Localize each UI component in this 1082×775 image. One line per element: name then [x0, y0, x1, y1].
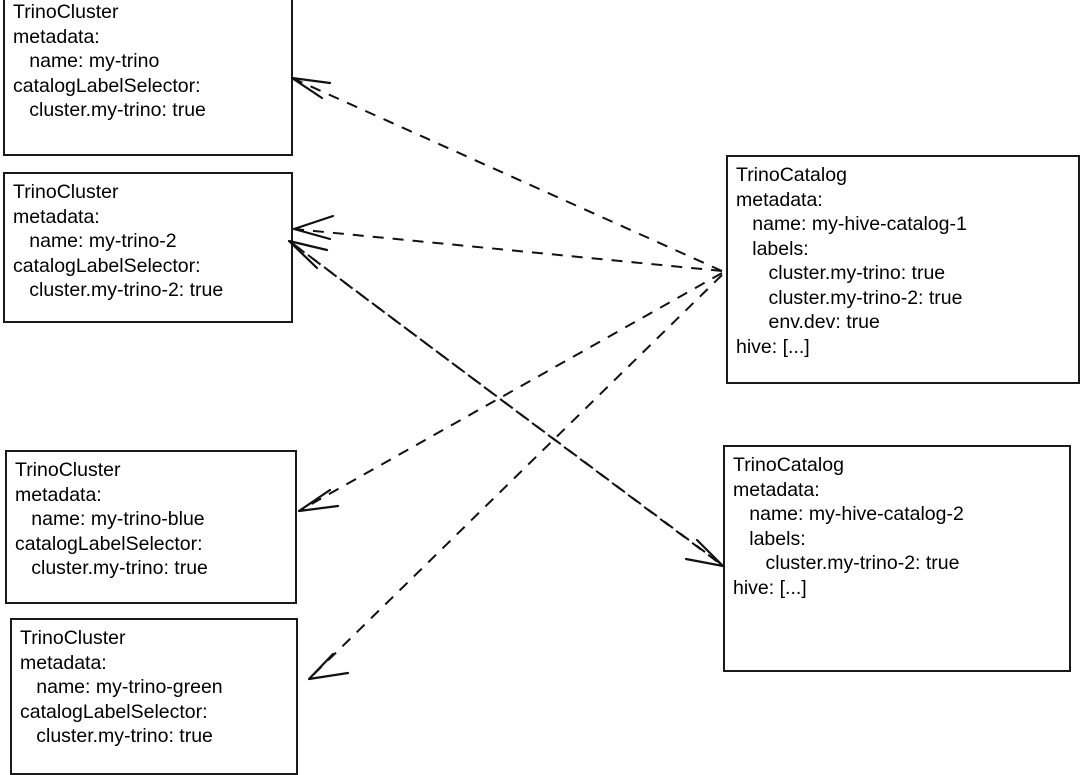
node-line: name: my-trino-2: [13, 230, 177, 252]
node-line: cluster.my-trino: true: [20, 725, 213, 747]
node-line: cluster.my-trino-2: true: [13, 279, 224, 301]
node-line: cluster.my-trino-2: true: [736, 286, 963, 309]
node-line: metadata:: [20, 651, 107, 674]
edge-catalog1-to-my-trino-blue: [297, 272, 723, 513]
node-line: catalogLabelSelector:: [13, 74, 201, 97]
edge-catalog2-to-my-trino-2: [287, 239, 722, 565]
node-line: name: my-trino: [13, 50, 160, 72]
node-line: catalogLabelSelector:: [15, 532, 203, 555]
node-line: env.dev: true: [736, 311, 880, 333]
edge-my-trino-2-to-catalog2: [291, 242, 725, 568]
node-line: TrinoCluster: [13, 181, 119, 203]
node-line: metadata:: [733, 478, 820, 501]
node-line: metadata:: [736, 188, 823, 211]
node-trinocatalog-my-hive-catalog-2[interactable]: TrinoCatalog metadata: name: my-hive-cat…: [723, 445, 1071, 672]
node-line: metadata:: [15, 483, 102, 506]
edge-catalog1-to-my-trino-green: [307, 274, 723, 681]
node-line: TrinoCluster: [13, 1, 119, 23]
edge-catalog1-to-my-trino-2: [292, 214, 723, 272]
node-line: name: my-trino-blue: [15, 508, 205, 530]
node-line: metadata:: [13, 205, 100, 228]
node-line: catalogLabelSelector:: [13, 254, 201, 277]
node-trinocluster-my-trino[interactable]: TrinoCluster metadata: name: my-trino ca…: [3, 0, 293, 156]
node-line: name: my-hive-catalog-2: [733, 503, 964, 525]
node-line: TrinoCluster: [15, 459, 121, 481]
node-line: catalogLabelSelector:: [20, 700, 208, 723]
node-line: labels:: [733, 527, 806, 550]
node-line: name: my-trino-green: [20, 676, 223, 698]
node-line: metadata:: [13, 25, 100, 48]
node-line: labels:: [736, 237, 809, 260]
node-line: hive: [...]: [733, 576, 807, 599]
node-line: TrinoCatalog: [736, 164, 847, 186]
node-line: TrinoCatalog: [733, 454, 844, 476]
node-line: cluster.my-trino: true: [13, 99, 206, 121]
node-line: cluster.my-trino-2: true: [733, 552, 960, 574]
edge-catalog1-to-my-trino: [290, 76, 723, 272]
node-line: name: my-hive-catalog-1: [736, 213, 967, 235]
node-trinocluster-my-trino-green[interactable]: TrinoCluster metadata: name: my-trino-gr…: [10, 618, 298, 775]
node-line: cluster.my-trino: true: [15, 557, 208, 579]
node-line: hive: [...]: [736, 335, 810, 358]
node-line: cluster.my-trino: true: [736, 262, 946, 284]
node-trinocluster-my-trino-2[interactable]: TrinoCluster metadata: name: my-trino-2 …: [3, 172, 293, 323]
node-line: TrinoCluster: [20, 627, 126, 649]
node-trinocatalog-my-hive-catalog-1[interactable]: TrinoCatalog metadata: name: my-hive-cat…: [726, 155, 1080, 384]
node-trinocluster-my-trino-blue[interactable]: TrinoCluster metadata: name: my-trino-bl…: [5, 450, 297, 604]
